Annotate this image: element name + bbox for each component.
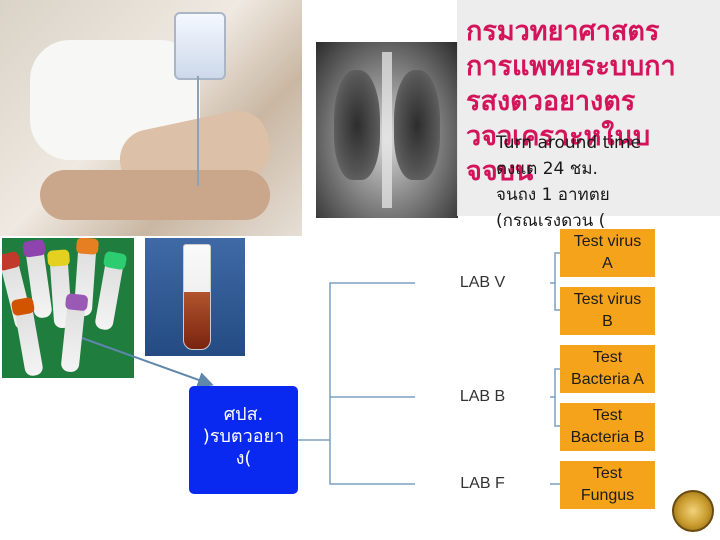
connector-lab-v-test-a [550,252,560,284]
blood-tubes-photo [2,238,134,378]
sample-receiving-box: ศปส. )รบตวอยา ง( [189,386,298,494]
lab-b-box: LAB B [415,369,550,425]
test-bacteria-b-box: Test Bacteria B [560,403,655,451]
test-bacteria-b-label: Test Bacteria B [570,407,645,446]
turnaround-time-text: Turn around time ตงแต 24 ชม. จนถง 1 อาทต… [496,133,642,231]
test-virus-a-label: Test virus A [573,233,642,272]
lab-b-label: LAB B [459,388,506,405]
lab-f-box: LAB F [415,456,550,512]
connector-spa-lab-f [329,440,415,485]
test-virus-a-box: Test virus A [560,229,655,277]
test-bacteria-a-box: Test Bacteria A [560,345,655,393]
title-panel [457,0,720,216]
connector-spa-lab-v [298,282,415,441]
sample-vial-photo [145,238,245,356]
doctor-patient-photo [0,0,302,236]
test-virus-b-box: Test virus B [560,287,655,335]
connector-lab-v-test-b [554,283,560,311]
lab-v-label: LAB V [459,274,506,291]
lab-v-box: LAB V [415,255,550,311]
page-title: กรมวทยาศาสตร การแพทยระบบกา รสงตวอยางตร ว… [466,16,676,187]
arrow-to-spa [81,337,214,388]
connector-lab-b-test-a [550,368,560,398]
connector-lab-b-test-b [554,397,560,427]
lab-f-label: LAB F [460,475,505,492]
test-fungus-box: Test Fungus [560,461,655,509]
chest-xray-photo [316,42,458,218]
department-seal-logo [672,490,714,532]
test-bacteria-a-label: Test Bacteria A [571,349,644,388]
test-fungus-label: Test Fungus [580,465,635,504]
test-virus-b-label: Test virus B [573,291,642,330]
